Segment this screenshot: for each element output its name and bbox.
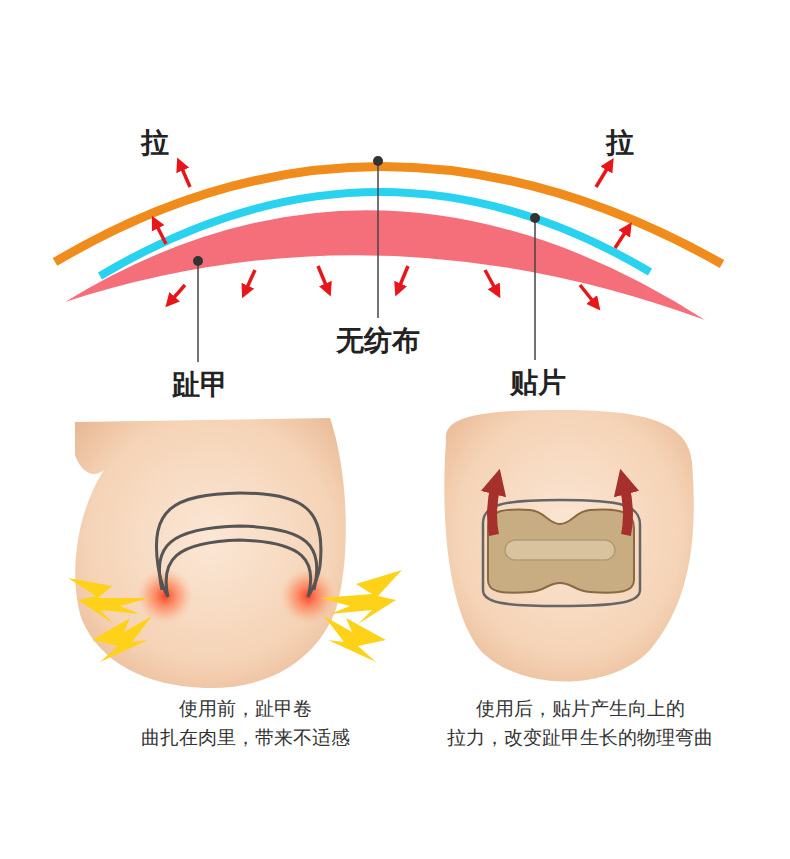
part-label: 趾甲	[172, 366, 228, 404]
caption-text: 使用后，贴片产生向上的 拉力，改变趾甲生长的物理弯曲	[444, 694, 716, 751]
toenail-layer	[65, 210, 705, 320]
leader-lines	[193, 156, 540, 362]
toe-after	[444, 410, 693, 682]
nonwoven-layer	[55, 166, 722, 264]
toe-before	[68, 418, 402, 688]
force-label: 拉	[606, 124, 634, 162]
force-arrows	[155, 164, 628, 305]
force-label: 拉	[141, 124, 169, 162]
caption-text: 使用前，趾甲卷 曲扎在肉里，带来不适感	[128, 694, 363, 751]
part-label: 贴片	[510, 364, 566, 402]
part-label: 无纺布	[336, 322, 420, 360]
